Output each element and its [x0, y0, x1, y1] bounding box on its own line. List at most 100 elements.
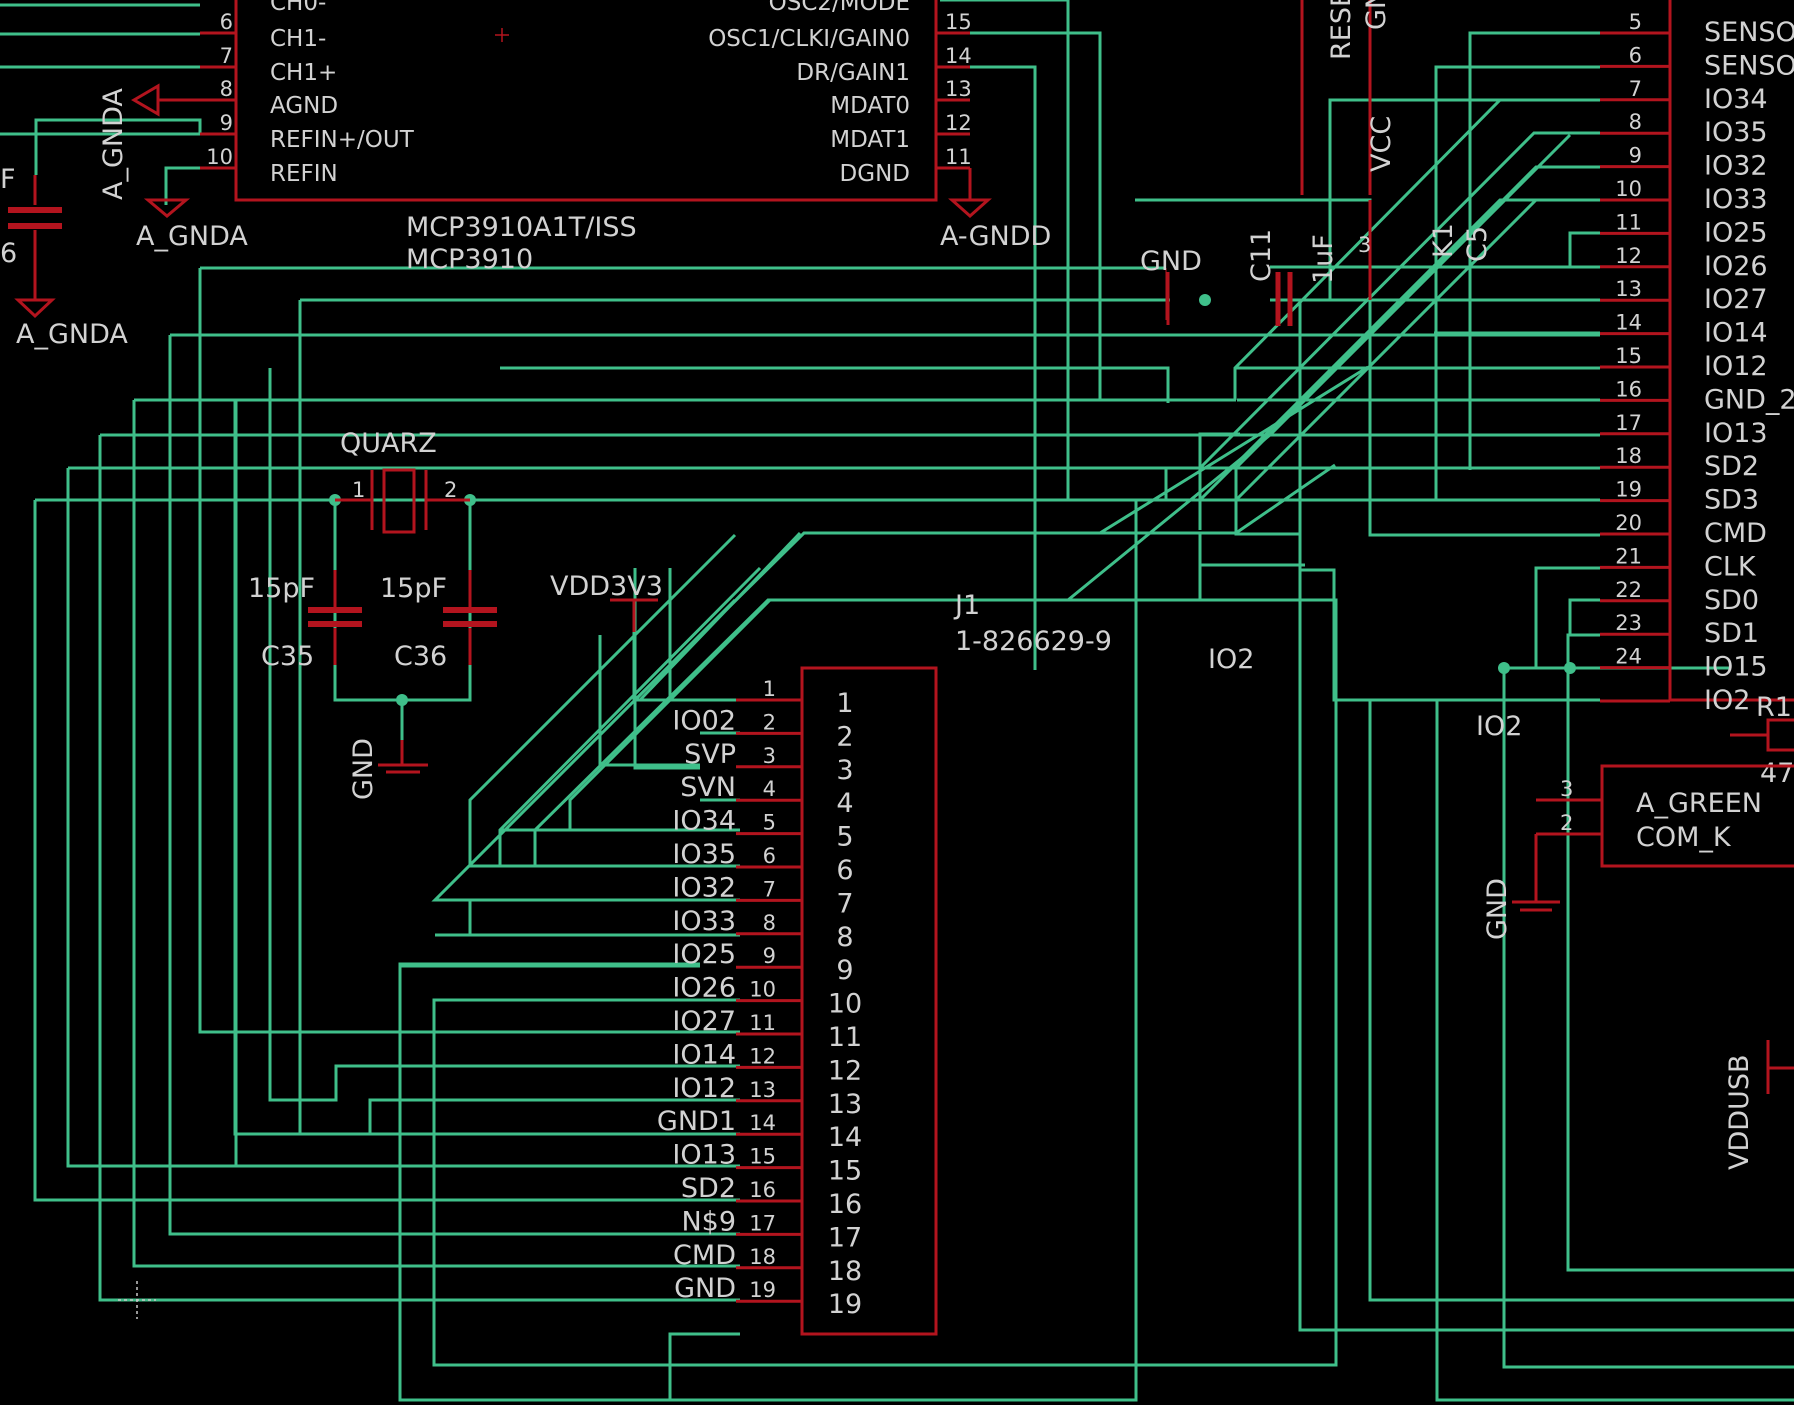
gn-label: GN: [1361, 0, 1392, 30]
esp-pin-name: IO13: [1704, 418, 1768, 449]
esp-pin-number: 21: [1615, 544, 1642, 568]
vcc-label: VCC: [1366, 116, 1397, 172]
j1-pin-number-inner: 3: [836, 755, 853, 786]
esp-pin-number: 5: [1629, 10, 1642, 34]
j1-pin-number-inner: 12: [828, 1055, 862, 1086]
esp-pin-number: 12: [1615, 244, 1642, 268]
led-component[interactable]: [1512, 764, 1794, 912]
r1-label: R1: [1756, 692, 1792, 723]
j1-net-label: IO14: [672, 1039, 736, 1070]
c11-label: C11: [1246, 229, 1277, 282]
mcp-part-name: MCP3910A1T/ISS: [406, 212, 637, 243]
quartz-crystal[interactable]: [335, 468, 470, 534]
c11-capacitor[interactable]: [1165, 0, 1372, 326]
c36-capacitor[interactable]: [443, 570, 497, 665]
esp-pin-number: 6: [1629, 43, 1642, 67]
j1-pin-number-outer: 13: [749, 1078, 776, 1102]
vddusb-label: VDDUSB: [1724, 1055, 1755, 1170]
esp-pin-number: 14: [1615, 311, 1642, 335]
j1-pin-number-inner: 5: [836, 822, 853, 853]
a-gndd-label: A-GNDD: [940, 221, 1051, 252]
j1-pin-number-outer: 15: [749, 1145, 776, 1169]
j1-pin-number-inner: 11: [828, 1022, 862, 1053]
mcp-pin-name: REFIN+/OUT: [270, 127, 415, 153]
esp-pin-name: IO34: [1704, 84, 1768, 115]
j1-net-label: IO32: [672, 872, 736, 903]
esp-pin-number: 20: [1615, 511, 1642, 535]
j1-pin-number-inner: 9: [836, 955, 853, 986]
j1-net-label: IO12: [672, 1073, 736, 1104]
j1-pin-number-outer: 3: [763, 744, 776, 768]
gnd-led-label: GND: [1482, 878, 1513, 940]
esp-pin-number: 13: [1615, 277, 1642, 301]
esp-pin-name: SD2: [1704, 451, 1759, 482]
led-pin-name: COM_K: [1636, 822, 1732, 853]
esp-pin-name: IO25: [1704, 217, 1768, 248]
mcp-pin-name: CH1+: [270, 60, 337, 86]
mcp-pin-name: REFIN: [270, 161, 338, 187]
mcp-pin-name: CH1-: [270, 26, 326, 52]
j1-pin-number-outer: 9: [763, 944, 776, 968]
c36-value: 15pF: [380, 573, 447, 604]
esp-pin-number: 11: [1615, 210, 1642, 234]
mcp-pin-num: 8: [220, 77, 233, 101]
led-pin-name: A_GREEN: [1636, 788, 1762, 819]
esp-pin-name: IO2: [1704, 685, 1750, 716]
mcp3910-chip[interactable]: CH0- OSC2/MODE 6 CH1- 7 CH1+ 8 AGND 9 RE…: [200, 0, 972, 275]
j1-pin-number-inner: 2: [836, 721, 853, 752]
esp-pin-name: IO14: [1704, 318, 1768, 349]
r1-value: 47: [1760, 758, 1794, 789]
j1-net-label: IO26: [672, 973, 736, 1004]
a-gnda-label: A_GNDA: [16, 319, 128, 350]
quarz-label: QUARZ: [340, 428, 437, 459]
j1-net-label: N$9: [681, 1206, 736, 1237]
j1-net-label: CMD: [673, 1240, 736, 1271]
esp-pin-name: IO26: [1704, 251, 1768, 282]
j1-pin-number-outer: 8: [763, 911, 776, 935]
j1-pin-number-inner: 7: [836, 888, 853, 919]
esp-pin-name: IO12: [1704, 351, 1768, 382]
mcp-osc2-label: OSC2/MODE: [769, 0, 910, 16]
mcp-ch0-label: CH0-: [270, 0, 326, 16]
j1-pin-number-outer: 6: [763, 844, 776, 868]
mcp-pin-name: MDAT0: [830, 93, 910, 119]
j1-pin-number-outer: 10: [749, 978, 776, 1002]
left-partial-label: 6: [0, 238, 17, 269]
j1-net-label: IO02: [672, 705, 736, 736]
gnd-top-label: GND: [1140, 246, 1202, 277]
j1-pin-number-outer: 14: [749, 1111, 776, 1135]
c35-capacitor[interactable]: [308, 570, 362, 665]
esp-pin-number: 15: [1615, 344, 1642, 368]
left-partial-label: F: [0, 164, 16, 195]
j1-value: 1-826629-9: [955, 626, 1112, 657]
esp-pin-name: CMD: [1704, 518, 1767, 549]
j1-pin-number-outer: 7: [763, 877, 776, 901]
r1-resistor[interactable]: [1730, 718, 1794, 752]
j1-net-label: IO27: [672, 1006, 736, 1037]
mcp-pin-name: DR/GAIN1: [796, 60, 910, 86]
esp-pin-number: 23: [1615, 611, 1642, 635]
esp-pin-number: 9: [1629, 144, 1642, 168]
j1-pin-number-outer: 1: [763, 677, 776, 701]
j1-pin-number-outer: 4: [763, 777, 776, 801]
mcp-pin-name: OSC1/CLKI/GAIN0: [708, 26, 910, 52]
quarz-pin1: 1: [352, 478, 365, 502]
esp-pin-number: 16: [1615, 377, 1642, 401]
mcp-pin-num: 7: [220, 44, 233, 68]
led-pin-num: 2: [1560, 811, 1573, 835]
j1-net-label: SVP: [684, 739, 736, 770]
j1-net-label: IO13: [672, 1140, 736, 1171]
c36-label: C36: [394, 641, 447, 672]
io2-net-label: IO2: [1476, 711, 1522, 742]
io2-net-label: IO2: [1208, 644, 1254, 675]
j1-net-label: GND1: [657, 1106, 736, 1137]
esp-pin-number: 18: [1615, 444, 1642, 468]
j1-connector[interactable]: [800, 666, 938, 1336]
mcp-pin-num: 11: [945, 145, 972, 169]
j1-pin-number-outer: 19: [749, 1278, 776, 1302]
k1-label: K1: [1428, 223, 1459, 258]
